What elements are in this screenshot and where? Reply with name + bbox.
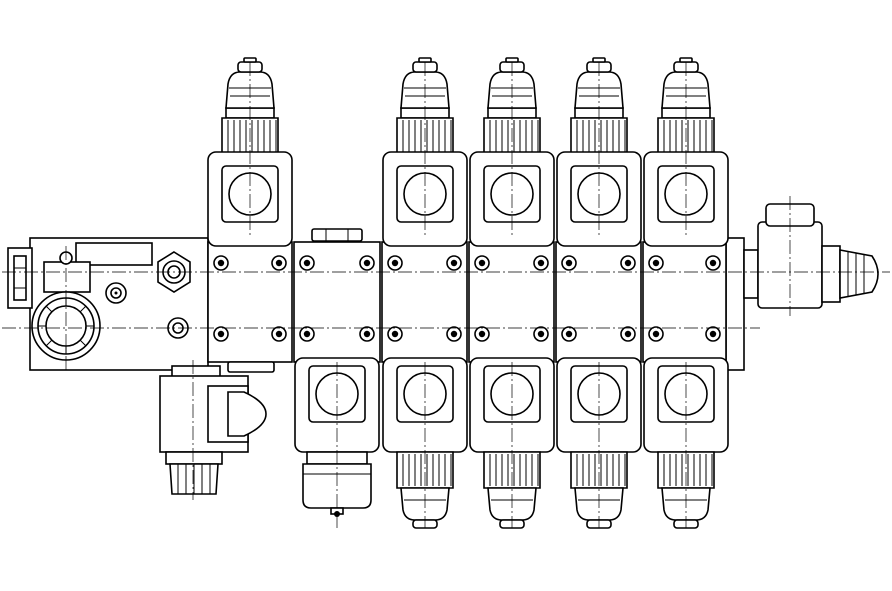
bottom-solenoid-valve — [382, 357, 468, 529]
mounting-bolt — [561, 326, 577, 342]
bottom-solenoid-valve — [469, 357, 555, 529]
mounting-bolt — [648, 255, 664, 271]
mounting-bolt — [705, 326, 721, 342]
mounting-bolt — [387, 326, 403, 342]
mounting-bolt — [620, 326, 636, 342]
mounting-bolt — [387, 255, 403, 271]
bottom-solenoid-row — [294, 357, 729, 529]
mounting-bolt — [561, 255, 577, 271]
mounting-bolt — [359, 255, 375, 271]
mounting-bolt — [213, 255, 229, 271]
mounting-bolt — [705, 255, 721, 271]
mounting-bolt — [474, 255, 490, 271]
mounting-bolt — [620, 255, 636, 271]
mounting-bolt — [474, 326, 490, 342]
mounting-bolt — [446, 326, 462, 342]
mounting-bolt — [271, 255, 287, 271]
mounting-bolt — [533, 326, 549, 342]
mounting-bolt — [299, 326, 315, 342]
mounting-bolt — [213, 326, 229, 342]
center-lines — [2, 62, 890, 528]
bottom-solenoid-valve — [294, 357, 380, 517]
mounting-bolt — [299, 255, 315, 271]
left-bottom-solenoid — [159, 365, 267, 495]
mounting-bolt — [271, 326, 287, 342]
bottom-small-plug — [227, 361, 275, 373]
manifold-sections — [207, 241, 727, 363]
right-end-plate — [725, 203, 879, 371]
mounting-bolt — [446, 255, 462, 271]
mounting-bolt — [648, 326, 664, 342]
top-solenoid-row — [207, 57, 729, 247]
mounting-bolt — [359, 326, 375, 342]
left-end-plate — [7, 237, 209, 371]
mounting-bolt — [533, 255, 549, 271]
top-hex-plug — [311, 228, 363, 242]
